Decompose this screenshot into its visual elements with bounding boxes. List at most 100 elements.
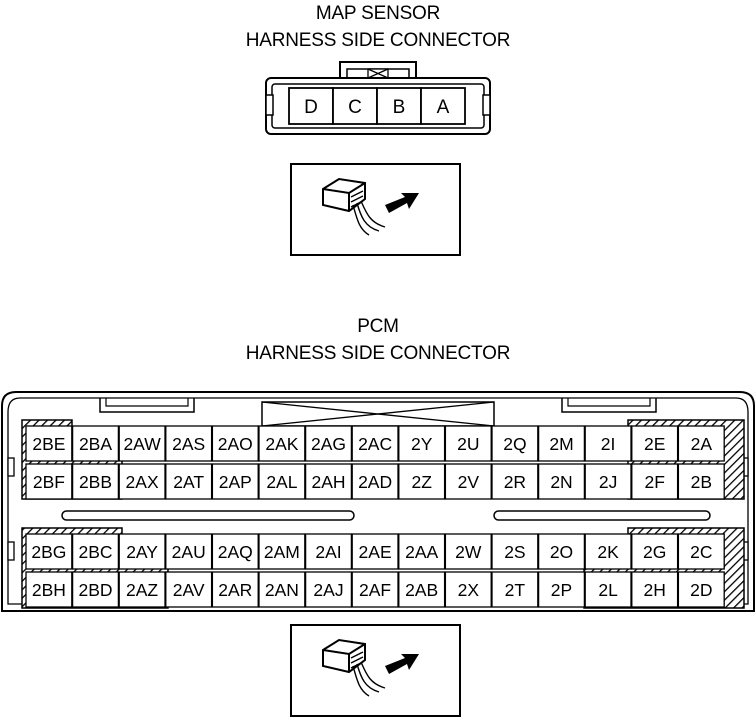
pin-label: 2H [644,580,666,600]
pin-label: 2Z [411,472,432,492]
pin-cell-hatched [25,533,73,570]
pin-label: 2I [601,434,616,454]
pin-label: 2Y [411,434,433,454]
pin-cell-hatched [631,533,679,570]
pin-cell [258,463,306,500]
pin-cell [351,533,399,570]
map-sensor-title-line2: HARNESS SIDE CONNECTOR [245,30,511,51]
pin-label: 2AT [173,472,204,492]
pin-cell [118,533,166,570]
pin-label: 2AZ [126,580,158,600]
pin-label: 2BE [32,434,65,454]
pin-label: 2J [599,472,617,492]
view-icon-frame-2 [290,624,461,717]
pin-label: 2G [643,542,666,562]
harness-side-view-icon [322,638,419,697]
map-pin-label: B [393,97,406,118]
pin-label: 2AS [172,434,205,454]
pin-cell [258,425,306,462]
pin-cell [118,463,166,500]
pin-label: 2AY [126,542,158,562]
pin-label: 2D [690,580,712,600]
map-pin-label: C [348,97,362,118]
pin-cell [351,425,399,462]
pin-label: 2AM [264,542,300,562]
pin-cell [211,533,259,570]
map-pin-cell [332,87,378,125]
pin-cell [398,463,446,500]
pin-label: 2AE [359,542,392,562]
pin-cell-hatched [71,533,120,570]
harness-side-view-icon [322,177,419,236]
pcm-title-line1: PCM [357,316,399,337]
map-pin-cell [376,87,422,125]
pin-label: 2U [457,434,479,454]
pin-cell [537,463,586,500]
pin-label: 2AU [172,542,206,562]
pin-label: 2BD [78,580,112,600]
pin-cell-hatched [71,571,120,608]
pin-label: 2O [550,542,573,562]
pin-label: 2AQ [218,542,253,562]
pin-label: 2R [504,472,526,492]
pin-cell [304,533,353,570]
pin-label: 2AW [123,434,161,454]
pin-cell-hatched [677,463,725,500]
pin-label: 2BG [31,542,66,562]
pin-cell [444,463,492,500]
pin-label: 2BF [33,472,65,492]
divider-slot-right [493,510,711,521]
pin-label: 2AP [219,472,252,492]
pin-cell-hatched [71,425,120,462]
pin-cell [584,533,632,570]
pin-cell [398,571,446,608]
pin-cell-hatched [677,533,725,570]
pin-label: 2AV [173,580,205,600]
pin-label: 2L [598,580,618,600]
pin-cell [211,425,259,462]
pin-label: 2K [597,542,619,562]
pin-cell-hatched [631,463,679,500]
pin-cell [537,571,586,608]
pin-cell [211,571,259,608]
pin-cell-hatched [631,571,679,608]
pin-cell [444,425,492,462]
pin-label: 2AB [405,580,438,600]
pin-cell [165,463,213,500]
pin-label: 2F [644,472,664,492]
pin-label: 2AK [265,434,298,454]
pin-cell [165,571,213,608]
pin-cell-hatched [71,463,120,500]
pin-label: 2BH [32,580,66,600]
pin-cell-hatched [25,425,73,462]
pin-label: 2Q [503,434,526,454]
pin-cell-hatched [677,425,725,462]
pin-label: 2N [550,472,572,492]
pin-cell [491,425,539,462]
pin-cell [491,463,539,500]
pin-cell [398,425,446,462]
pin-label: 2AL [266,472,297,492]
pin-cell [491,533,539,570]
pcm-title-line2: HARNESS SIDE CONNECTOR [245,343,511,364]
pin-cell [118,425,166,462]
pin-label: 2AN [265,580,299,600]
divider-slot-left [61,510,355,521]
pin-label: 2AI [315,542,341,562]
pin-label: 2P [551,580,572,600]
pin-cell [351,571,399,608]
pin-cell [351,463,399,500]
pin-cell [165,533,213,570]
pin-label: 2AG [311,434,346,454]
map-pin-label: D [304,97,318,118]
pin-label: 2C [690,542,712,562]
map-sensor-title-line1: MAP SENSOR [315,3,441,24]
pin-cell-hatched [25,463,73,500]
pin-label: 2AD [358,472,392,492]
pin-cell [304,571,353,608]
pin-label: 2M [549,434,573,454]
pin-label: 2V [458,472,480,492]
